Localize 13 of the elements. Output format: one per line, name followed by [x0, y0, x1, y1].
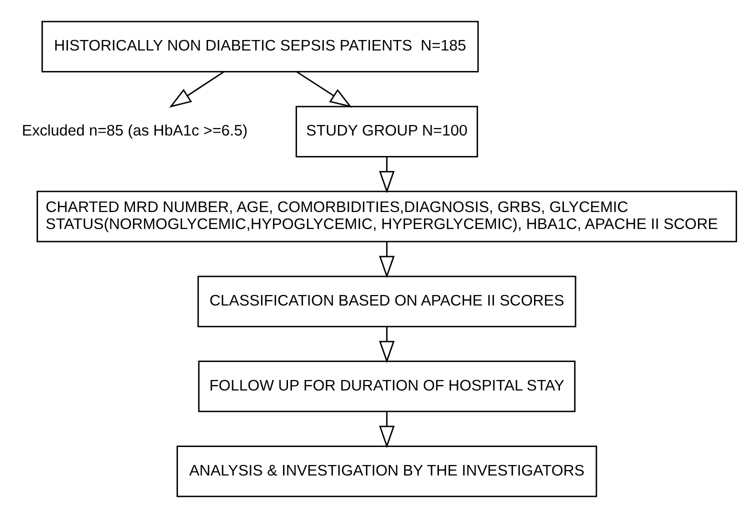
node-box: FOLLOW UP FOR DURATION OF HOSPITAL STAY: [198, 360, 576, 412]
arrow: [379, 156, 395, 194]
node-text: Excluded n=85 (as HbA1c >=6.5): [22, 122, 248, 140]
node-box: CLASSIFICATION BASED ON APACHE II SCORES: [197, 276, 576, 328]
node-box: STUDY GROUP N=100: [296, 106, 478, 158]
node-box: HISTORICALLY NON DIABETIC SEPSIS PATIENTS N=185: [41, 20, 479, 72]
node-box: CHARTED MRD NUMBER, AGE, COMORBIDITIES,DIAGNOSIS, GRBS, GLYCEMIC STATUS(NORMOGLYCEMIC,HYPOGLYCEMIC, HYPERGLYCEMIC), HBA1C, APACHE II SCORE: [36, 190, 738, 242]
arrow: [169, 71, 224, 108]
arrow: [379, 412, 395, 448]
node-box: ANALYSIS & INVESTIGATION BY THE INVESTIGATORS: [176, 446, 598, 498]
arrow: [379, 242, 395, 278]
arrow: [379, 326, 395, 364]
arrow: [296, 71, 352, 108]
